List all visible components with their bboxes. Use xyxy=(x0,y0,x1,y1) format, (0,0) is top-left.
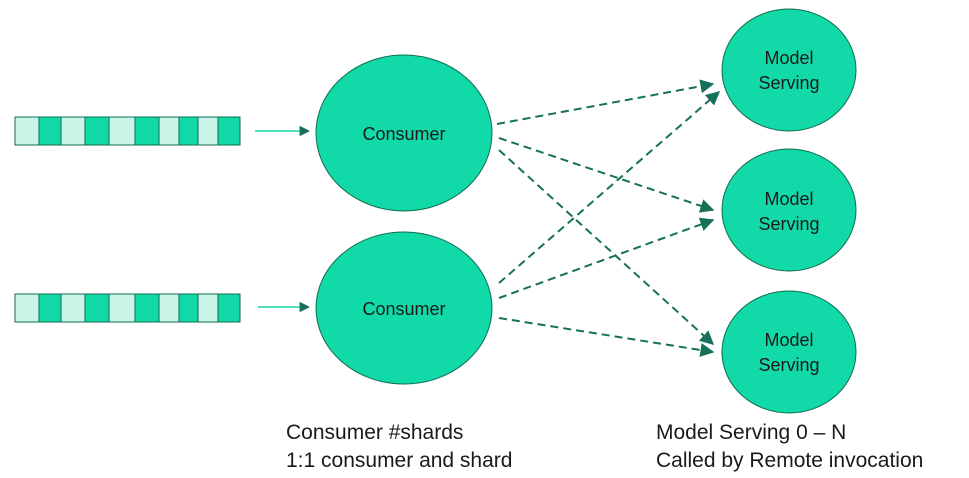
consumer-caption: Consumer #shards 1:1 consumer and shard xyxy=(286,419,512,475)
model-serving-node-2: Model Serving xyxy=(721,148,857,272)
model-serving-node-shape xyxy=(721,290,857,414)
shard-cell xyxy=(84,293,110,323)
consumer-caption-line1: Consumer #shards xyxy=(286,421,464,444)
consumer-node-1: Consumer xyxy=(315,54,493,212)
model-serving-label-line2: Serving xyxy=(758,355,819,375)
shard-queue-1 xyxy=(14,116,241,146)
shard-cell xyxy=(60,293,86,323)
remote-invocation-edges xyxy=(496,79,721,357)
model-serving-label-line2: Serving xyxy=(758,73,819,93)
edge-consumer2-serving3 xyxy=(498,317,715,357)
edge-consumer1-serving3 xyxy=(498,149,715,345)
consumer-node-2: Consumer xyxy=(315,231,493,385)
edge-consumer2-serving1 xyxy=(498,91,721,284)
shard-queue-2 xyxy=(14,293,241,323)
consumer-caption-line2: 1:1 consumer and shard xyxy=(286,449,513,472)
shard-cell xyxy=(14,116,40,146)
model-serving-caption-line2: Called by Remote invocation xyxy=(656,449,924,472)
consumer-node-shape xyxy=(315,231,493,385)
edge-consumer1-serving1 xyxy=(496,79,715,125)
edge-consumer2-serving2 xyxy=(498,217,715,299)
model-serving-node-shape xyxy=(721,148,857,272)
model-serving-caption: Model Serving 0 – N Called by Remote inv… xyxy=(656,419,923,475)
shard-cell xyxy=(108,116,136,146)
consumer-node-shape xyxy=(315,54,493,212)
shard-cell xyxy=(197,116,219,146)
model-serving-node-1: Model Serving xyxy=(721,8,857,132)
shard-cell xyxy=(38,293,62,323)
shard-cell xyxy=(158,293,180,323)
shard-cell xyxy=(178,116,199,146)
shard-cell xyxy=(197,293,219,323)
model-serving-label-line1: Model xyxy=(764,48,813,68)
model-serving-label-line1: Model xyxy=(764,189,813,209)
shard-cell xyxy=(178,293,199,323)
model-serving-label-line1: Model xyxy=(764,330,813,350)
shard-cell xyxy=(158,116,180,146)
consumer-node-label: Consumer xyxy=(362,124,445,144)
consumer-node-label: Consumer xyxy=(362,299,445,319)
shard-cell xyxy=(217,116,241,146)
shard-cell xyxy=(134,293,160,323)
shard-cell xyxy=(60,116,86,146)
model-serving-label-line2: Serving xyxy=(758,214,819,234)
model-serving-node-shape xyxy=(721,8,857,132)
shard-cell xyxy=(217,293,241,323)
edge-consumer1-serving2 xyxy=(498,137,715,213)
shard-cell xyxy=(134,116,160,146)
model-serving-caption-line1: Model Serving 0 – N xyxy=(656,421,847,444)
shard-cell xyxy=(38,116,62,146)
shard-cell xyxy=(14,293,40,323)
model-serving-node-3: Model Serving xyxy=(721,290,857,414)
shard-cell xyxy=(108,293,136,323)
shard-cell xyxy=(84,116,110,146)
